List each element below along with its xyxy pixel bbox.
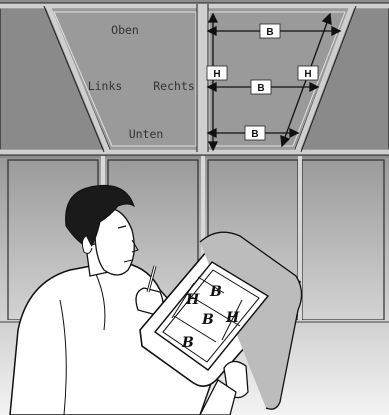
svg-text:B: B	[251, 129, 258, 140]
dimension-box-h-left: H	[207, 66, 227, 80]
svg-text:H: H	[213, 69, 220, 80]
dimension-box-h-right: H	[298, 66, 318, 80]
dimension-box-b-middle: B	[251, 80, 271, 94]
dimension-box-b-bottom: B	[245, 126, 265, 140]
dimension-box-b-top: B	[260, 24, 280, 38]
sketch-label-h-left: H	[185, 292, 200, 308]
sketch-label-b-top: B	[209, 284, 222, 300]
sketch-label-h-right: H	[225, 310, 240, 326]
label-top: Oben	[111, 23, 139, 37]
svg-text:B: B	[266, 27, 273, 38]
svg-text:B: B	[257, 83, 264, 94]
svg-text:H: H	[304, 69, 311, 80]
label-bottom: Unten	[129, 127, 164, 141]
roof-window-right	[205, 8, 389, 150]
label-left: Links	[88, 79, 123, 93]
sketch-label-b-bottom: B	[181, 335, 194, 351]
label-right: Rechts	[153, 79, 195, 93]
sketch-label-b-middle: B	[201, 312, 214, 328]
